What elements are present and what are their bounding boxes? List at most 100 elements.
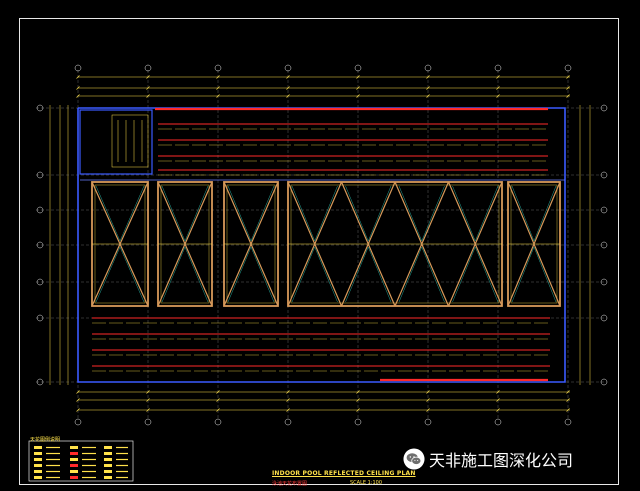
- panel-diagonal-inner: [161, 246, 209, 303]
- grid-bubble: [600, 241, 608, 249]
- dim-tick: [566, 75, 570, 79]
- grid-bubble: [284, 64, 292, 72]
- perimeter-light-strips: [155, 107, 548, 382]
- dim-tick: [356, 408, 360, 412]
- dim-tick: [286, 390, 290, 394]
- grid-bubble: [36, 171, 44, 179]
- ceiling-panels: [91, 181, 561, 307]
- dim-tick: [76, 390, 80, 394]
- grid-bubble: [354, 64, 362, 72]
- dim-tick: [216, 75, 220, 79]
- grid-bubble: [600, 278, 608, 286]
- panel-diagonal-inner: [511, 246, 557, 303]
- dim-tick: [566, 86, 570, 90]
- top-dimension-lines: [78, 76, 570, 97]
- grid-bubble: [600, 314, 608, 322]
- legend-symbol: [70, 458, 78, 461]
- legend-symbol: [34, 464, 42, 467]
- grid-bubble: [36, 314, 44, 322]
- dim-tick: [426, 86, 430, 90]
- panel-diagonal: [447, 242, 503, 307]
- dim-tick: [356, 94, 360, 98]
- grid-bubbles: [36, 64, 608, 426]
- legend-symbol: [70, 476, 78, 479]
- panel-diagonal-inner: [161, 185, 209, 242]
- grid-bubble: [36, 206, 44, 214]
- dim-tick: [286, 398, 290, 402]
- drawing-scale: SCALE 1:100: [350, 480, 383, 486]
- panel-diagonal-inner: [95, 185, 145, 242]
- dim-tick: [216, 94, 220, 98]
- watermark: 天非施工图深化公司: [403, 447, 573, 471]
- dim-tick: [146, 398, 150, 402]
- legend-symbol: [34, 470, 42, 473]
- grid-bubble: [600, 378, 608, 386]
- legend-symbol: [104, 446, 112, 449]
- panel-diagonal-inner: [227, 246, 275, 303]
- dim-tick: [216, 408, 220, 412]
- dim-tick: [76, 408, 80, 412]
- panel-diagonal: [157, 242, 213, 307]
- dim-tick: [426, 398, 430, 402]
- panel-diagonal: [340, 242, 396, 307]
- legend-title: 天花图例说明: [30, 437, 61, 443]
- right-dimension-lines: [579, 105, 591, 385]
- dim-tick: [146, 94, 150, 98]
- dim-tick: [496, 408, 500, 412]
- grid-bubble: [144, 64, 152, 72]
- grid-bubble: [36, 278, 44, 286]
- legend-symbol: [70, 464, 78, 467]
- drawing-subtitle: 泳池天花布置图: [272, 481, 308, 487]
- legend-symbol: [104, 464, 112, 467]
- wechat-icon: [403, 448, 425, 470]
- dim-tick: [76, 75, 80, 79]
- bottom-dimension-lines: [78, 391, 570, 411]
- legend-symbol: [34, 452, 42, 455]
- legend-symbol: [34, 446, 42, 449]
- panel-diagonal-inner: [511, 185, 557, 242]
- panel-diagonal: [287, 242, 343, 307]
- dim-tick: [496, 86, 500, 90]
- grid-bubble: [494, 418, 502, 426]
- dim-tick: [566, 398, 570, 402]
- panel-diagonal: [223, 242, 279, 307]
- grid-bubble: [214, 418, 222, 426]
- stair-room-detail: [111, 114, 149, 168]
- grid-bubble: [36, 241, 44, 249]
- drawing-title: INDOOR POOL REFLECTED CEILING PLAN: [272, 470, 416, 477]
- dim-tick: [566, 408, 570, 412]
- grid-bubble: [424, 418, 432, 426]
- panel-diagonal-inner: [452, 185, 499, 242]
- panel-diagonal-inner: [398, 185, 445, 242]
- legend-symbol: [104, 470, 112, 473]
- dim-tick: [426, 390, 430, 394]
- dimension-ticks: [76, 75, 570, 412]
- dim-tick: [286, 86, 290, 90]
- dim-tick: [496, 94, 500, 98]
- grid-bubble: [600, 104, 608, 112]
- legend-box: [28, 440, 134, 482]
- drawing-frame: [19, 18, 619, 485]
- grid-bubble: [354, 418, 362, 426]
- grid-bubble: [214, 64, 222, 72]
- panel-diagonal-inner: [291, 185, 338, 242]
- dim-tick: [146, 75, 150, 79]
- bottom-linear-lights: [92, 317, 550, 372]
- dim-tick: [286, 408, 290, 412]
- grid-bubble: [564, 418, 572, 426]
- dim-tick: [76, 86, 80, 90]
- dim-tick: [356, 390, 360, 394]
- panel-diagonal-inner: [345, 246, 392, 303]
- legend-symbol: [104, 452, 112, 455]
- dim-tick: [146, 390, 150, 394]
- panel-diagonal-inner: [227, 185, 275, 242]
- dim-tick: [216, 390, 220, 394]
- dim-tick: [216, 86, 220, 90]
- dim-tick: [356, 398, 360, 402]
- legend-symbol: [34, 458, 42, 461]
- legend-symbol: [34, 476, 42, 479]
- dim-tick: [566, 390, 570, 394]
- dim-tick: [496, 398, 500, 402]
- legend-symbol: [104, 458, 112, 461]
